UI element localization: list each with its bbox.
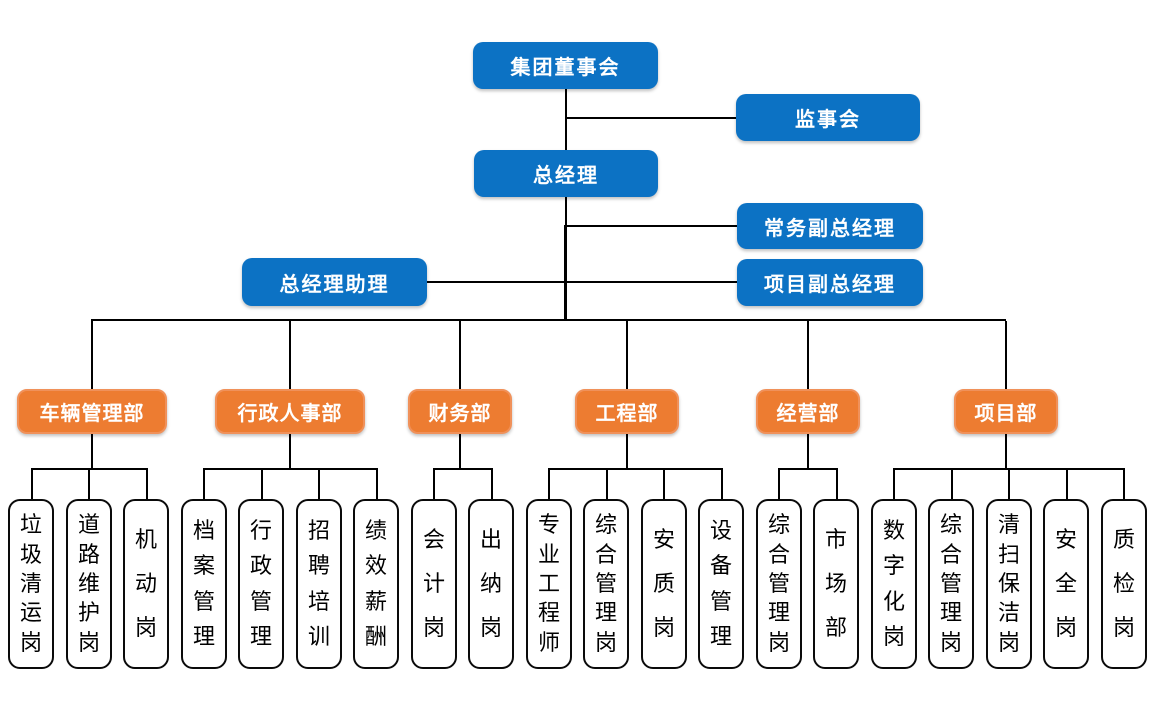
connector-drop-dept [459,321,461,389]
org-node-dept-engineering: 工程部 [575,389,679,434]
connector-dept-stem [459,434,461,468]
org-node-dept-admin-hr: 行政人事部 [215,389,365,434]
org-node-position: 数字化岗 [871,499,917,669]
connector-group-bar [203,468,376,470]
connector-drop-child [146,468,148,499]
org-node-position: 清扫保洁岗 [986,499,1032,669]
connector-drop-dept [807,321,809,389]
org-node-position: 安质岗 [641,499,687,669]
org-node-position: 市场部 [813,499,859,669]
org-node-position: 出纳岗 [468,499,514,669]
connector-drop-child [548,468,550,499]
connector-drop-dept [91,321,93,389]
connector-drop-dept [1005,321,1007,389]
connector-dept-stem [91,434,93,468]
org-node-position: 安全岗 [1043,499,1089,669]
connector-drop-child [1123,468,1125,499]
connector-drop-child [893,468,895,499]
connector-board-gm [565,89,567,150]
connector-gm-trunk-lower [564,225,567,321]
org-node-position: 会计岗 [411,499,457,669]
connector-drop-child [88,468,90,499]
org-node-dept-project: 项目部 [954,389,1058,434]
connector-gm-trunk-upper [565,197,567,226]
org-node-dept-operations: 经营部 [756,389,860,434]
connector-dept-stem [626,434,628,468]
connector-drop-dept [289,321,291,389]
connector-drop-child [951,468,953,499]
connector-group-bar [778,468,836,470]
connector-drop-child [721,468,723,499]
connector-drop-child [836,468,838,499]
org-node-position: 档案管理 [181,499,227,669]
org-node-position: 综合管理岗 [928,499,974,669]
connector-drop-child [606,468,608,499]
org-node-position: 绩效薪酬 [353,499,399,669]
org-node-position: 招聘培训 [296,499,342,669]
org-node-position: 垃圾清运岗 [8,499,54,669]
org-node-position: 综合管理岗 [583,499,629,669]
connector-drop-child [663,468,665,499]
org-node-gm-assistant: 总经理助理 [242,258,427,306]
org-node-board: 集团董事会 [473,42,658,89]
connector-gm-assistant [427,281,566,283]
org-node-position: 道路维护岗 [66,499,112,669]
org-node-dept-finance: 财务部 [408,389,512,434]
connector-drop-child [261,468,263,499]
connector-drop-child [203,468,205,499]
connector-drop-child [318,468,320,499]
org-node-position: 质检岗 [1101,499,1147,669]
connector-drop-child [1066,468,1068,499]
connector-drop-child [31,468,33,499]
org-node-supervisory: 监事会 [736,94,920,141]
connector-drop-dept [626,321,628,389]
org-node-dept-vehicle-mgmt: 车辆管理部 [17,389,167,434]
connector-drop-child [491,468,493,499]
connector-drop-child [433,468,435,499]
org-node-position: 行政管理 [238,499,284,669]
connector-drop-child [1008,468,1010,499]
connector-drop-child [778,468,780,499]
connector-group-bar [433,468,491,470]
connector-project-deputy [566,281,738,283]
org-node-position: 专业工程师 [526,499,572,669]
org-node-general-manager: 总经理 [474,150,658,197]
connector-supervisory [565,117,737,119]
connector-drop-child [376,468,378,499]
org-node-project-deputy-gm: 项目副总经理 [737,259,923,306]
connector-exec-deputy [566,225,738,227]
connector-dept-stem [289,434,291,468]
connector-dept-distribution [91,319,1006,321]
org-node-position: 综合管理岗 [756,499,802,669]
org-node-position: 机动岗 [123,499,169,669]
org-node-exec-deputy-gm: 常务副总经理 [737,203,923,249]
connector-dept-stem [807,434,809,468]
connector-group-bar [548,468,721,470]
org-node-position: 设备管理 [698,499,744,669]
connector-dept-stem [1005,434,1007,468]
